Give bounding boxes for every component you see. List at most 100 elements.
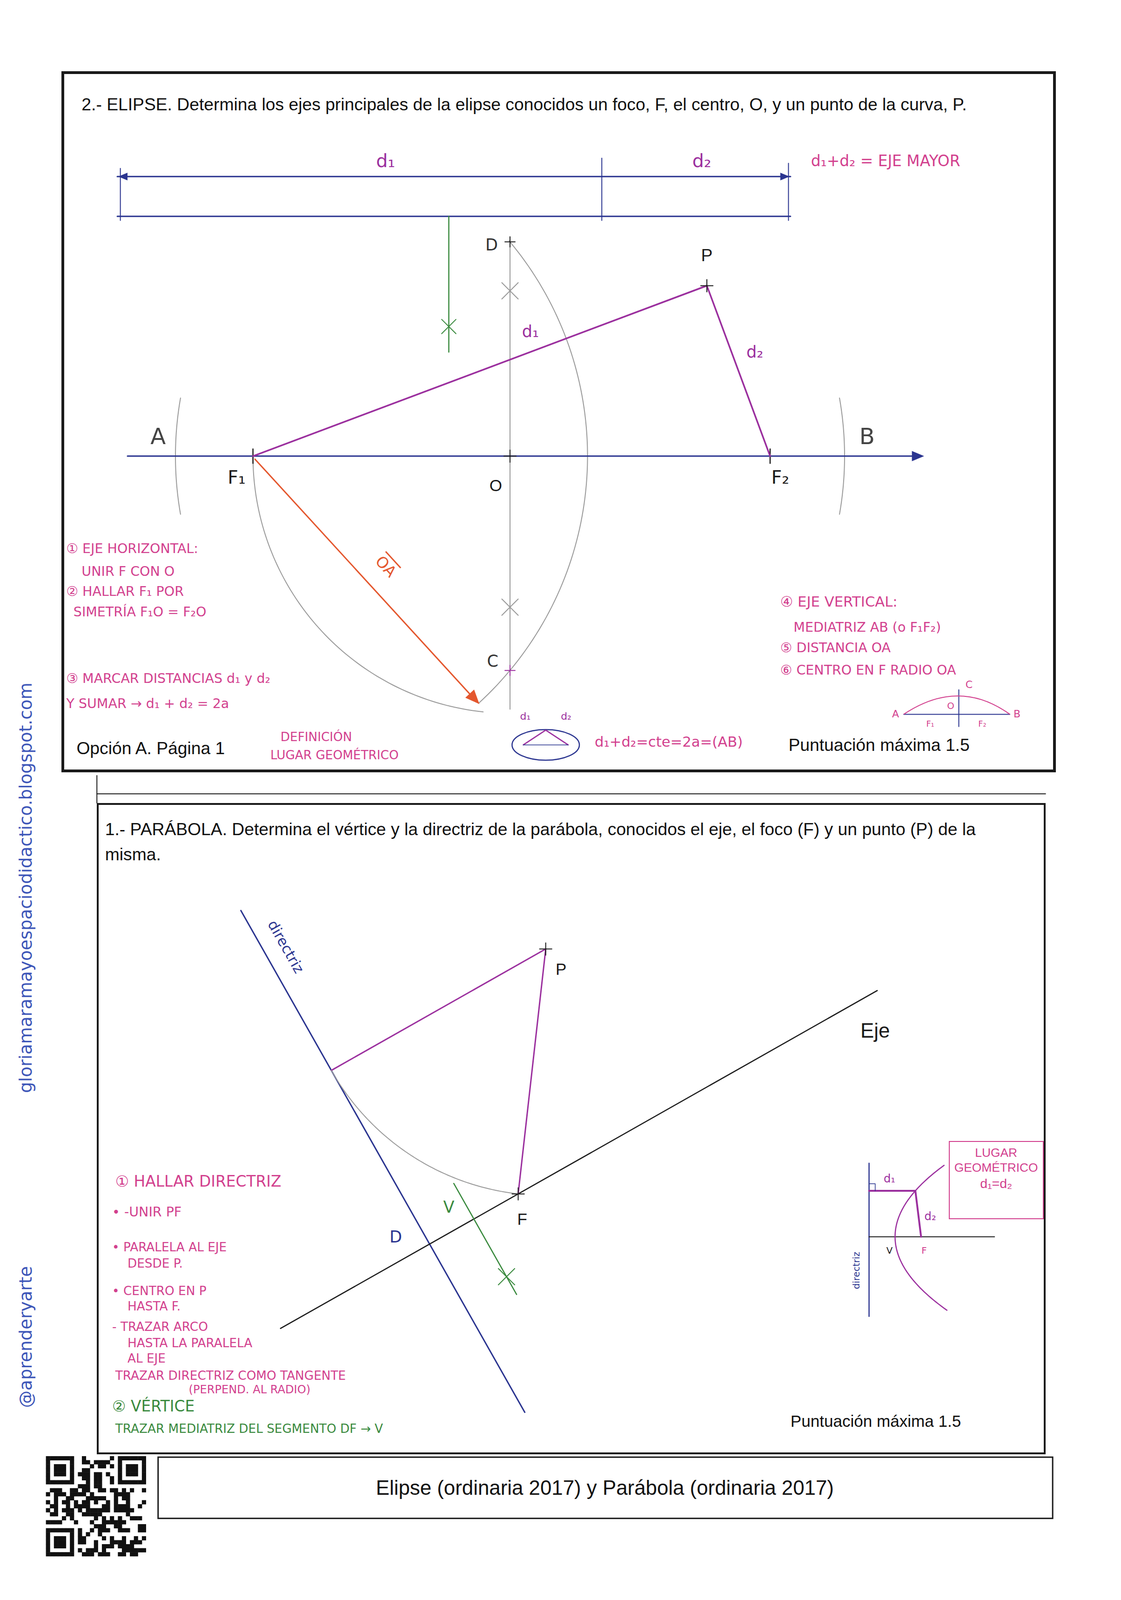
construction-note: DESDE P. xyxy=(127,1255,183,1270)
qr-module xyxy=(49,1551,54,1556)
arc-cross-mark xyxy=(501,282,518,299)
qr-module xyxy=(106,1519,111,1524)
arc-cross-mark xyxy=(501,598,518,616)
sketch-axis xyxy=(958,689,960,727)
ellipse-sketch-axis xyxy=(523,744,568,746)
qr-module xyxy=(125,1507,130,1512)
qr-module xyxy=(86,1487,91,1492)
arc-cross-mark xyxy=(441,319,457,334)
construction-note: ⑥ CENTRO EN F RADIO OA xyxy=(780,662,957,678)
qr-module xyxy=(121,1539,127,1544)
sketch-label: F₂ xyxy=(978,719,987,729)
qr-module xyxy=(125,1479,130,1484)
perpendicular-bisector xyxy=(453,1182,517,1294)
qr-module xyxy=(69,1475,74,1480)
qr-module xyxy=(97,1463,102,1468)
qr-module xyxy=(134,1539,139,1544)
sheet-edge xyxy=(96,775,98,803)
qr-module xyxy=(101,1543,107,1548)
qr-module xyxy=(89,1547,94,1552)
qr-module xyxy=(93,1495,99,1500)
arc-cross-mark xyxy=(501,598,518,616)
qr-module xyxy=(46,1551,51,1556)
qr-module xyxy=(137,1539,142,1544)
qr-module xyxy=(73,1519,79,1524)
construction-note: TRAZAR MEDIATRIZ DEL SEGMENTO DF → V xyxy=(115,1421,383,1435)
qr-module xyxy=(114,1519,119,1524)
line-label: Eje xyxy=(860,1019,890,1042)
qr-module xyxy=(129,1479,135,1484)
qr-module xyxy=(125,1491,130,1496)
qr-module xyxy=(125,1547,130,1552)
line-label: directriz xyxy=(263,916,308,977)
qr-module xyxy=(69,1479,74,1484)
qr-module xyxy=(69,1467,74,1472)
qr-module xyxy=(114,1499,119,1504)
qr-module xyxy=(61,1539,67,1544)
right-angle-mark xyxy=(869,1183,876,1191)
qr-module xyxy=(57,1539,62,1544)
qr-module xyxy=(141,1467,147,1472)
qr-module xyxy=(81,1551,87,1556)
qr-module xyxy=(89,1495,94,1500)
construction-note: ③ MARCAR DISTANCIAS d₁ y d₂ xyxy=(66,671,271,686)
qr-module xyxy=(117,1491,122,1496)
qr-module xyxy=(97,1479,102,1484)
compass-arc xyxy=(253,456,484,712)
qr-module xyxy=(101,1523,107,1528)
arc-cross-mark xyxy=(441,319,457,334)
qr-module xyxy=(69,1543,74,1548)
construction-note: SIMETRÍA F₁O = F₂O xyxy=(73,604,207,620)
construction-note: • PARALELA AL EJE xyxy=(112,1239,227,1254)
qr-module xyxy=(69,1551,74,1556)
qr-module xyxy=(97,1459,102,1464)
sheet-edge xyxy=(96,792,1046,794)
construction-note: (PERPEND. AL RADIO) xyxy=(188,1382,311,1396)
qr-module xyxy=(46,1459,51,1464)
construction-note: MEDIATRIZ AB (o F₁F₂) xyxy=(793,619,941,635)
qr-module xyxy=(114,1503,119,1508)
qr-module xyxy=(57,1467,62,1472)
radius-arrow xyxy=(255,458,476,700)
qr-module xyxy=(69,1471,74,1476)
sketch-label: d₂ xyxy=(560,710,572,722)
qr-module xyxy=(129,1487,135,1492)
qr-module xyxy=(134,1547,139,1552)
qr-module xyxy=(61,1499,67,1504)
point-mark xyxy=(545,942,547,955)
qr-module xyxy=(106,1459,111,1464)
qr-module xyxy=(93,1543,99,1548)
sketch-label: d₂ xyxy=(924,1209,937,1223)
watermark: gloriamaramayoespaciodidactico.blogspot.… xyxy=(15,682,35,1093)
qr-module xyxy=(69,1515,74,1520)
qr-module xyxy=(106,1471,111,1476)
sketch-label: C xyxy=(965,678,973,691)
qr-module xyxy=(89,1519,94,1524)
note-box: LUGAR GEOMÉTRICOd₁=d₂ xyxy=(948,1140,1044,1220)
point-label: B xyxy=(859,424,875,450)
distance-label: d₂ xyxy=(692,151,712,172)
directrix-line xyxy=(241,910,525,1412)
qr-module xyxy=(49,1455,54,1460)
qr-module xyxy=(53,1455,59,1460)
qr-module xyxy=(134,1463,139,1468)
qr-module xyxy=(141,1471,147,1476)
qr-module xyxy=(86,1511,91,1516)
qr-module xyxy=(46,1543,51,1548)
qr-module xyxy=(81,1491,87,1496)
qr-module xyxy=(141,1463,147,1468)
qr-module xyxy=(109,1539,115,1544)
qr-module xyxy=(89,1463,94,1468)
qr-module xyxy=(53,1527,59,1532)
qr-module xyxy=(86,1547,91,1552)
qr-module xyxy=(69,1511,74,1516)
qr-module xyxy=(117,1467,122,1472)
qr-module xyxy=(86,1551,91,1556)
qr-module xyxy=(129,1539,135,1544)
qr-module xyxy=(134,1471,139,1476)
construction-note: AL EJE xyxy=(127,1350,166,1365)
qr-module xyxy=(101,1515,107,1520)
distance-label: OA xyxy=(371,551,401,581)
qr-module xyxy=(134,1479,139,1484)
major-axis xyxy=(127,455,919,457)
